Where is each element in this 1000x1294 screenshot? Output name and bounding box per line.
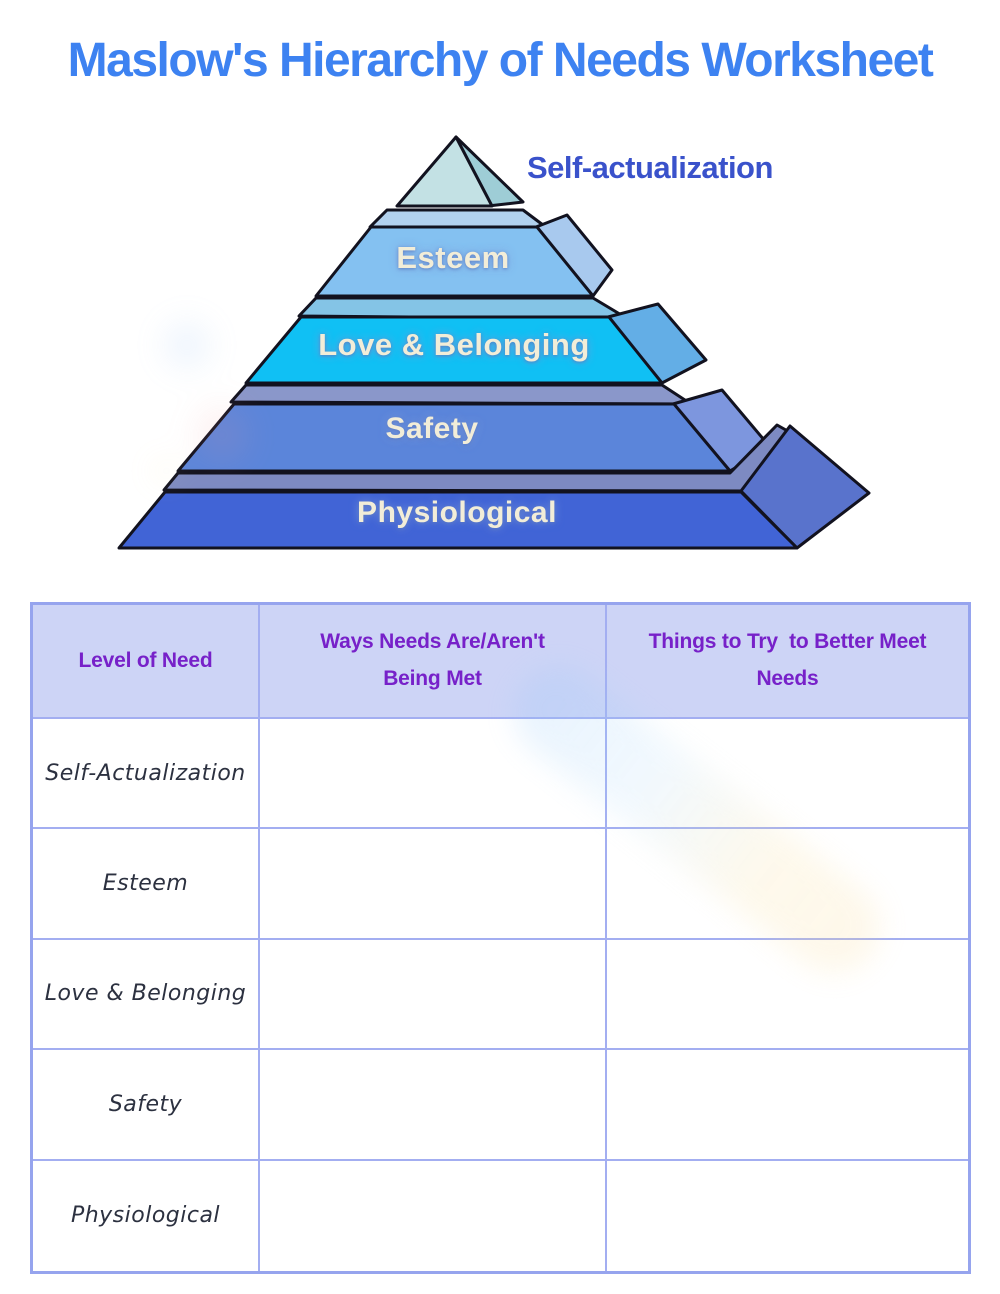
pyramid-level-physiological <box>117 423 871 550</box>
row-label-self-actualization: Self-Actualization <box>33 719 260 830</box>
esteem-level-label: Esteem <box>396 240 510 275</box>
page-title: Maslow's Hierarchy of Needs Worksheet <box>67 34 934 87</box>
pyramid-level-safety <box>176 383 772 473</box>
ways-cell-self-actualization <box>260 719 607 830</box>
ways-cell-love-belonging <box>260 939 607 1051</box>
love-front-face <box>244 315 664 385</box>
things-cell-love-belonging <box>607 940 968 1051</box>
pyramid-level-self-actualization <box>395 135 525 208</box>
safety-level-label: Safety <box>385 412 479 445</box>
pyramid-level-esteem <box>314 208 614 298</box>
header-level-of-need: Level of Need <box>33 605 260 719</box>
things-cell-esteem <box>607 829 968 940</box>
physiological-level-label: Physiological <box>357 496 557 529</box>
esteem-front-face <box>314 225 595 298</box>
header-things-to-try: Things to Try to Better Meet Needs <box>607 605 968 719</box>
physiological-front-face <box>117 490 799 550</box>
ways-cell-physiological <box>260 1160 607 1271</box>
pyramid-level-love-belonging <box>244 296 708 385</box>
things-cell-physiological <box>607 1161 968 1271</box>
ways-cell-esteem <box>260 829 607 940</box>
row-label-esteem: Esteem <box>33 829 260 940</box>
ways-cell-safety <box>260 1050 607 1161</box>
apex-front-face <box>395 135 494 208</box>
self-actualization-label: Self-actualization <box>527 150 773 185</box>
love-belonging-level-label: Love & Belonging <box>318 327 590 362</box>
header-ways-needs-met: Ways Needs Are/Aren't Being Met <box>260 605 607 719</box>
row-label-physiological: Physiological <box>33 1160 260 1271</box>
things-cell-self-actualization <box>607 719 968 830</box>
maslow-pyramid-graphic <box>117 135 871 550</box>
row-label-safety: Safety <box>33 1050 260 1161</box>
things-cell-safety <box>607 1050 968 1161</box>
needs-worksheet-table: Level of Need Ways Needs Are/Aren't Bein… <box>30 602 971 1274</box>
safety-ledge-face <box>229 383 693 406</box>
row-label-love-belonging: Love & Belonging <box>33 939 260 1051</box>
